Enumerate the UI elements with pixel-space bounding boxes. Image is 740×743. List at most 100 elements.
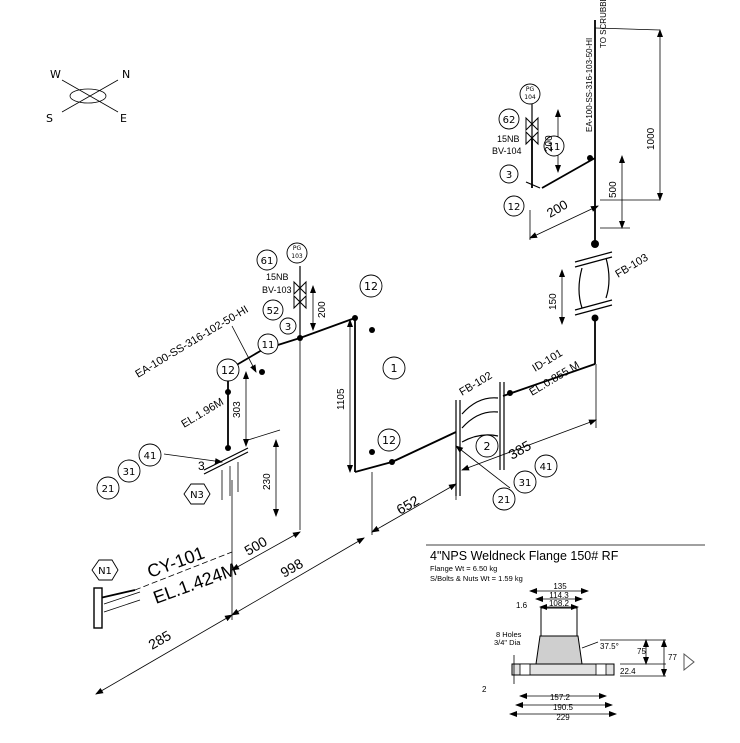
dim-1000: 1000 <box>646 127 657 150</box>
nozzle-3-label: 3 <box>198 459 205 473</box>
svg-text:11: 11 <box>548 142 561 153</box>
dimension-lines <box>95 27 663 695</box>
fb103-label: FB-103 <box>613 252 650 281</box>
bubble-52: 52 <box>262 299 284 321</box>
dim-998: 998 <box>278 555 306 581</box>
flange-section <box>511 607 615 684</box>
flange-hole-dia: 3/4" Dia <box>494 638 521 647</box>
svg-text:31: 31 <box>519 478 532 489</box>
dim-200b: 200 <box>544 197 570 221</box>
flange-dim-2: 2 <box>482 685 487 694</box>
bubble-12c: 12 <box>377 428 401 452</box>
compass-s: S <box>46 112 53 125</box>
flange-angle: 37.5° <box>600 642 619 651</box>
hex-n1: N1 <box>91 559 119 581</box>
svg-text:2: 2 <box>484 440 491 453</box>
bv104-size: 15NB <box>497 134 520 144</box>
svg-text:41: 41 <box>540 462 553 473</box>
bubble-3a: 3 <box>279 317 297 335</box>
flange-dim-1-6: 1.6 <box>516 601 528 610</box>
svg-text:12: 12 <box>364 280 378 293</box>
compass-n: N <box>122 68 130 81</box>
svg-text:41: 41 <box>144 451 157 462</box>
dim-500: 500 <box>242 533 270 559</box>
svg-text:N1: N1 <box>98 566 112 577</box>
bolts-weight: S/Bolts & Nuts Wt = 1.59 kg <box>430 574 523 583</box>
bubble-12b: 12 <box>359 274 383 298</box>
line-number-vent: EA-100-SS-316-103-50-HI <box>585 38 594 132</box>
svg-text:N3: N3 <box>190 490 204 501</box>
flange-dim-157-2: 157.2 <box>550 693 571 702</box>
bubble-41b: 41 <box>534 454 558 478</box>
el196-label: EL.1.96M <box>179 396 226 431</box>
flange-weight: Flange Wt = 6.50 kg <box>430 564 497 573</box>
flange-dim-135: 135 <box>553 582 567 591</box>
svg-text:PG: PG <box>293 245 302 252</box>
svg-text:PG: PG <box>526 86 535 93</box>
nozzle-n3 <box>203 429 281 500</box>
flange-detail: 4"NPS Weldneck Flange 150# RF Flange Wt … <box>426 544 705 722</box>
flange-dim-77: 77 <box>668 653 677 662</box>
pipe-run <box>99 20 596 599</box>
bellows-fb-103 <box>574 251 613 316</box>
flange-dim-75: 75 <box>637 647 646 656</box>
bubble-1: 1 <box>382 356 406 380</box>
svg-text:3: 3 <box>285 322 291 333</box>
svg-text:12: 12 <box>508 202 521 213</box>
dim-285: 285 <box>146 627 174 653</box>
bubble-12d: 12 <box>503 195 525 217</box>
bubble-21a: 21 <box>96 476 120 500</box>
svg-text:21: 21 <box>498 495 511 506</box>
flange-dim-190-5: 190.5 <box>553 703 574 712</box>
fb102-label: FB-102 <box>457 370 494 399</box>
bubble-11b: 11 <box>543 135 565 157</box>
bubble-3b: 3 <box>499 164 519 184</box>
svg-text:62: 62 <box>503 115 516 126</box>
valve-bv-103 <box>293 266 307 338</box>
dim-200a: 200 <box>317 301 328 318</box>
bubble-11a: 11 <box>257 333 279 355</box>
bubble-41a: 41 <box>138 443 162 467</box>
compass-icon: W N S E <box>46 68 130 125</box>
dim-652: 652 <box>394 492 422 518</box>
flange-dim-229: 229 <box>556 713 570 722</box>
dim-200c: 200 <box>544 135 555 152</box>
dim-150: 150 <box>548 293 559 310</box>
dim-385: 385 <box>506 437 534 463</box>
svg-text:103: 103 <box>291 253 303 260</box>
bubble-61: 61 <box>256 249 278 271</box>
bv104-tag: BV-104 <box>492 146 522 156</box>
compass-w: W <box>50 68 61 81</box>
nozzle-n1 <box>93 587 103 629</box>
compass-e: E <box>120 112 127 125</box>
flange-holes: 8 Holes <box>496 630 522 639</box>
svg-text:21: 21 <box>102 484 115 495</box>
svg-text:52: 52 <box>267 306 280 317</box>
flange-dim-114-3: 114.3 <box>549 591 569 600</box>
hex-n3: N3 <box>183 483 211 505</box>
bubble-21b: 21 <box>492 487 516 511</box>
flange-dim-108-2: 108.2 <box>549 599 570 608</box>
to-scrubber-label: TO SCRUBBER <box>599 0 608 48</box>
svg-text:1: 1 <box>391 362 398 375</box>
triangle-right-icon[interactable] <box>683 652 695 672</box>
bv103-tag: BV-103 <box>262 285 292 295</box>
flange-dim-22-4: 22.4 <box>620 667 636 676</box>
bubble-12a: 12 <box>216 358 240 382</box>
bv103-size: 15NB <box>266 272 289 282</box>
bubble-31b: 31 <box>513 470 537 494</box>
dim-230: 230 <box>262 473 273 490</box>
svg-text:12: 12 <box>221 364 235 377</box>
dim-303: 303 <box>232 401 243 418</box>
valve-bv-104 <box>525 100 541 189</box>
dim-1105: 1105 <box>336 388 347 410</box>
bubble-31a: 31 <box>117 459 141 483</box>
svg-text:104: 104 <box>524 94 536 101</box>
bubble-62: 62 <box>498 108 520 130</box>
svg-text:61: 61 <box>261 256 274 267</box>
svg-text:3: 3 <box>506 170 512 181</box>
flange-title: 4"NPS Weldneck Flange 150# RF <box>430 549 619 563</box>
